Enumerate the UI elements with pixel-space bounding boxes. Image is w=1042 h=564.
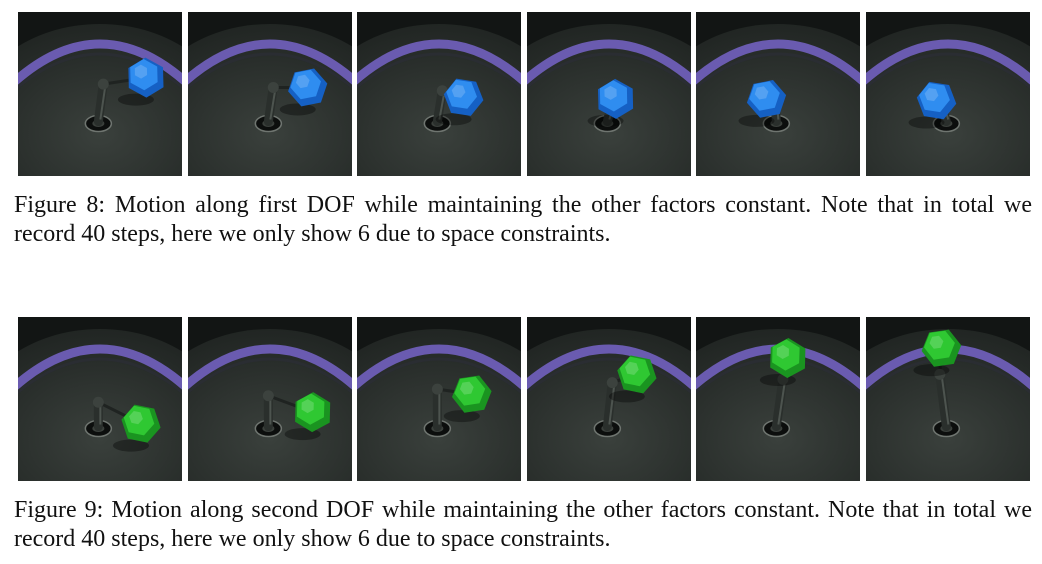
purple-ring: [696, 39, 860, 85]
robot-arm-link: [934, 369, 951, 432]
robot-joint: [92, 396, 104, 408]
purple-ring: [526, 39, 691, 85]
figure-9-frame-6: [865, 317, 1030, 481]
robot-joint: [606, 377, 618, 389]
figure-9-frame-2: [187, 317, 352, 481]
robot-joint: [267, 81, 279, 93]
purple-ring: [18, 39, 182, 85]
figure-9-frame-5: [696, 317, 860, 481]
purple-ring: [357, 39, 521, 85]
purple-ring: [526, 344, 691, 390]
robot-joint: [262, 390, 274, 402]
figure-9-frame-3: [357, 317, 521, 481]
robot-joint: [933, 368, 945, 380]
figure-9-image-strip: [18, 317, 1030, 481]
figure-9-frame-1: [18, 317, 182, 481]
robot-joint: [97, 78, 109, 90]
purple-ring: [18, 344, 182, 390]
figure-9-frame-4: [526, 317, 691, 481]
figure-8-frame-5: [696, 12, 860, 176]
purple-ring: [187, 344, 352, 390]
figure-8-frame-3: [357, 12, 521, 176]
figure-9-caption: Figure 9: Motion along second DOF while …: [14, 497, 1032, 552]
figure-8-image-strip: [18, 12, 1030, 176]
figure-8-frame-6: [865, 12, 1030, 176]
robot-arm-link: [93, 79, 108, 127]
figure-8-frame-2: [187, 12, 352, 176]
figure-8-frame-4: [526, 12, 691, 176]
robot-arm-link: [771, 374, 788, 432]
robot-joint: [431, 383, 443, 395]
purple-ring: [865, 39, 1030, 85]
robot-arm-link: [602, 378, 617, 432]
figure-8-frame-1: [18, 12, 182, 176]
figure-8-caption: Figure 8: Motion along first DOF while m…: [14, 192, 1032, 247]
purple-ring: [357, 344, 521, 390]
robot-arm-link: [263, 82, 278, 127]
purple-ring: [187, 39, 352, 85]
